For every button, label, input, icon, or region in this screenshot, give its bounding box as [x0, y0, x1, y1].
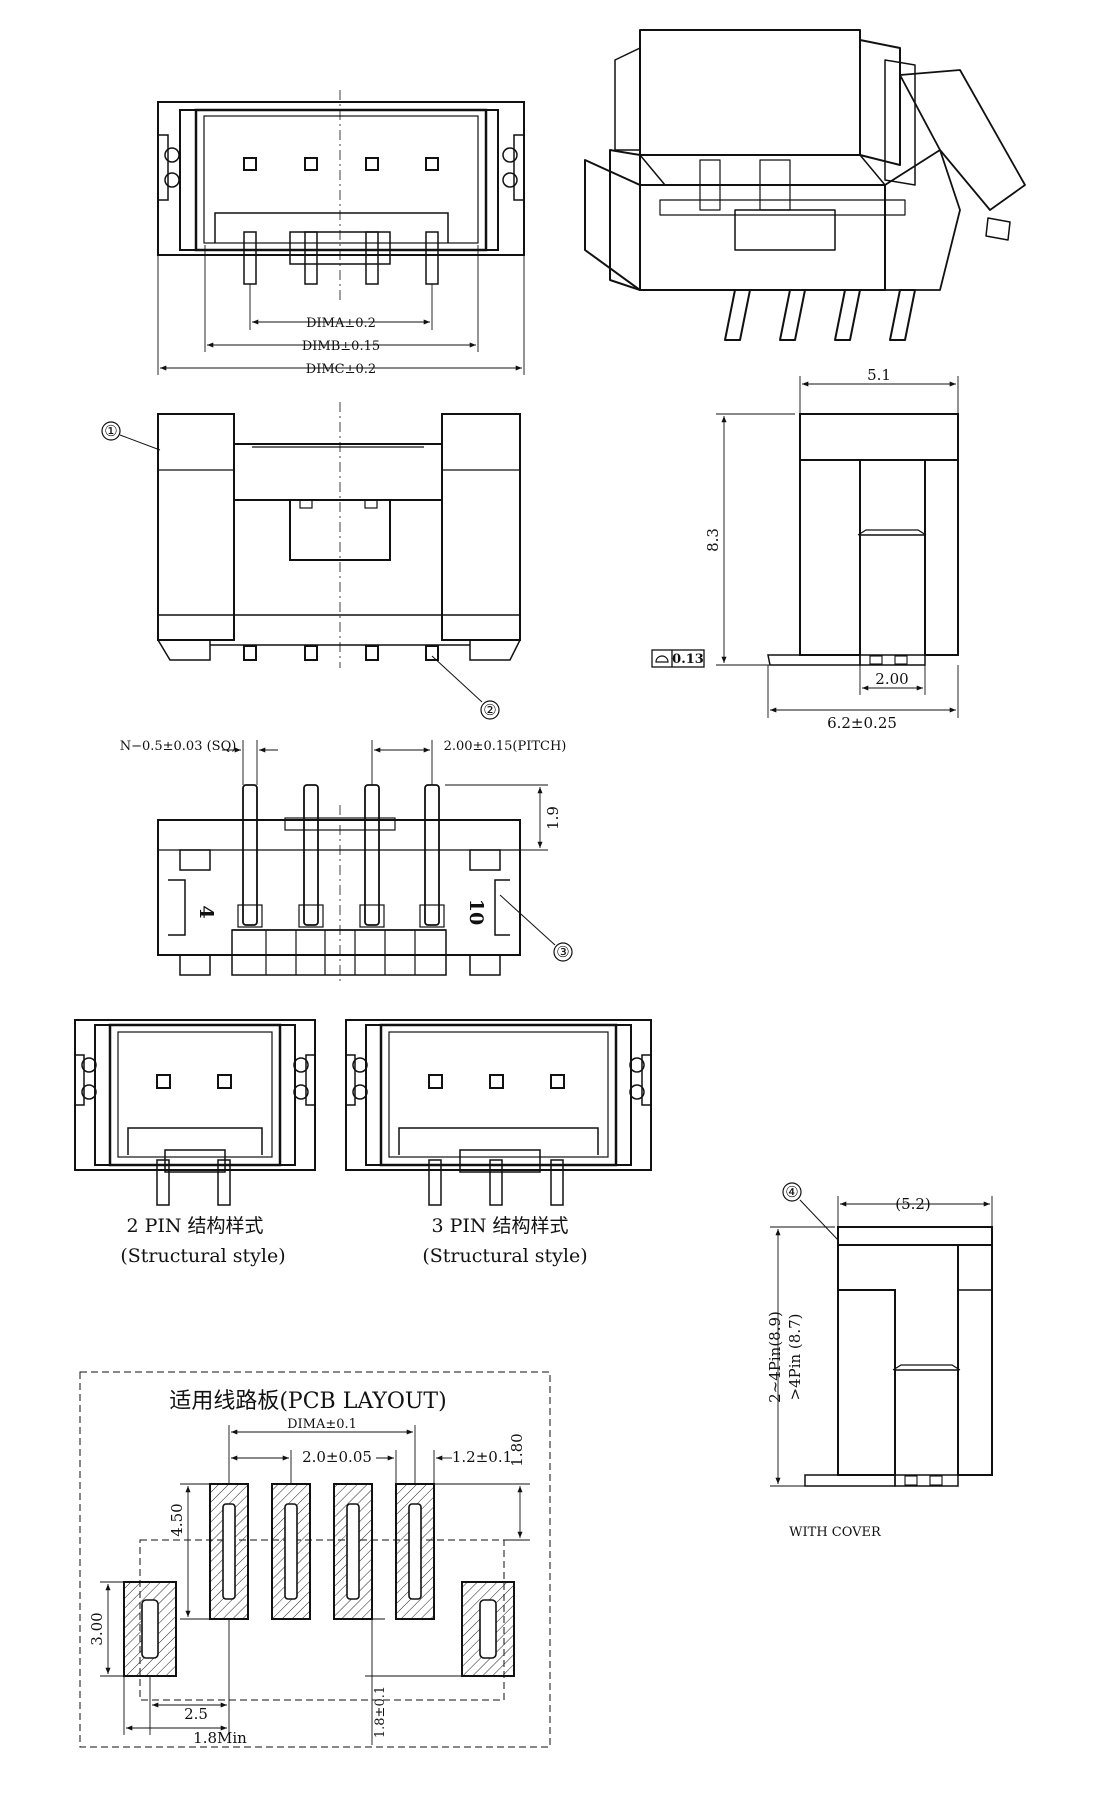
cover-height-a-label: 2~4Pin(8.9) — [766, 1311, 784, 1403]
variant-2pin-subtitle: (Structural style) — [120, 1245, 285, 1267]
pin-mark-right: 10 — [465, 899, 487, 925]
side-view-labels: 5.1 8.3 2.00 6.2±0.25 0.13 — [672, 366, 909, 732]
pcb-tab-offset-label: 2.5 — [184, 1705, 208, 1723]
callout-4: ④ — [785, 1183, 798, 1201]
variant-3pin — [345, 1019, 652, 1206]
variant-3pin-title: 3 PIN 结构样式 — [431, 1215, 568, 1237]
pin-size-label: N−0.5±0.03 (SQ) — [120, 739, 237, 754]
side-pitch-label: 2.00 — [875, 670, 908, 688]
pcb-dima-label: DIMA±0.1 — [287, 1417, 357, 1432]
pins-view — [157, 740, 573, 985]
side-depth-label: 6.2±0.25 — [827, 714, 897, 732]
pcb-pitch-label: 2.0±0.05 — [302, 1448, 372, 1466]
pcb-layout-title: 适用线路板(PCB LAYOUT) — [169, 1389, 446, 1414]
side-height-label: 8.3 — [704, 528, 722, 552]
with-cover-caption: WITH COVER — [789, 1525, 882, 1540]
callout-2: ② — [483, 701, 496, 719]
pcb-tab-gap-label: 1.8±0.1 — [373, 1686, 388, 1738]
pcb-gap-top-label: 1.80 — [508, 1433, 526, 1466]
cover-view-labels: (5.2) 2~4Pin(8.9) >4Pin (8.7) WITH COVER — [766, 1195, 931, 1540]
variant-labels: 2 PIN 结构样式 (Structural style) 3 PIN 结构样式… — [120, 1215, 587, 1267]
dim-a-label: DIMA±0.2 — [306, 316, 376, 331]
variant-3pin-subtitle: (Structural style) — [422, 1245, 587, 1267]
variant-2pin — [74, 1019, 316, 1206]
front-view — [101, 402, 521, 720]
cover-height-b-label: >4Pin (8.7) — [786, 1314, 804, 1401]
pcb-layout-labels: 适用线路板(PCB LAYOUT) DIMA±0.1 2.0±0.05 1.2±… — [88, 1389, 526, 1747]
side-width-label: 5.1 — [867, 366, 891, 384]
callout-1: ① — [104, 422, 117, 440]
pcb-min-edge-label: 1.8Min — [193, 1729, 247, 1747]
pcb-pad-length-label: 4.50 — [168, 1503, 186, 1536]
lead-length-label: 1.9 — [544, 806, 562, 830]
pin-mark-left: 4 — [195, 905, 217, 918]
dim-c-label: DIMC±0.2 — [306, 362, 376, 377]
pitch-label: 2.00±0.15(PITCH) — [444, 739, 567, 754]
cover-width-label: (5.2) — [895, 1195, 931, 1213]
pcb-tab-height-label: 3.00 — [88, 1612, 106, 1645]
flatness-label: 0.13 — [672, 652, 704, 667]
side-view — [651, 376, 959, 718]
top-view — [157, 90, 525, 375]
variant-2pin-title: 2 PIN 结构样式 — [126, 1215, 263, 1237]
pcb-layout — [79, 1371, 551, 1748]
pins-view-labels: N−0.5±0.03 (SQ) 2.00±0.15(PITCH) 1.9 4 1… — [120, 739, 567, 925]
callout-3: ③ — [556, 943, 569, 961]
cover-view — [770, 1182, 993, 1487]
isometric-view — [584, 29, 1026, 341]
pcb-pad-width-label: 1.2±0.1 — [452, 1448, 512, 1466]
callout-labels: ① ② ③ ④ — [104, 422, 798, 1201]
top-dimension-labels: DIMA±0.2 DIMB±0.15 DIMC±0.2 — [302, 316, 380, 377]
dim-b-label: DIMB±0.15 — [302, 339, 380, 354]
